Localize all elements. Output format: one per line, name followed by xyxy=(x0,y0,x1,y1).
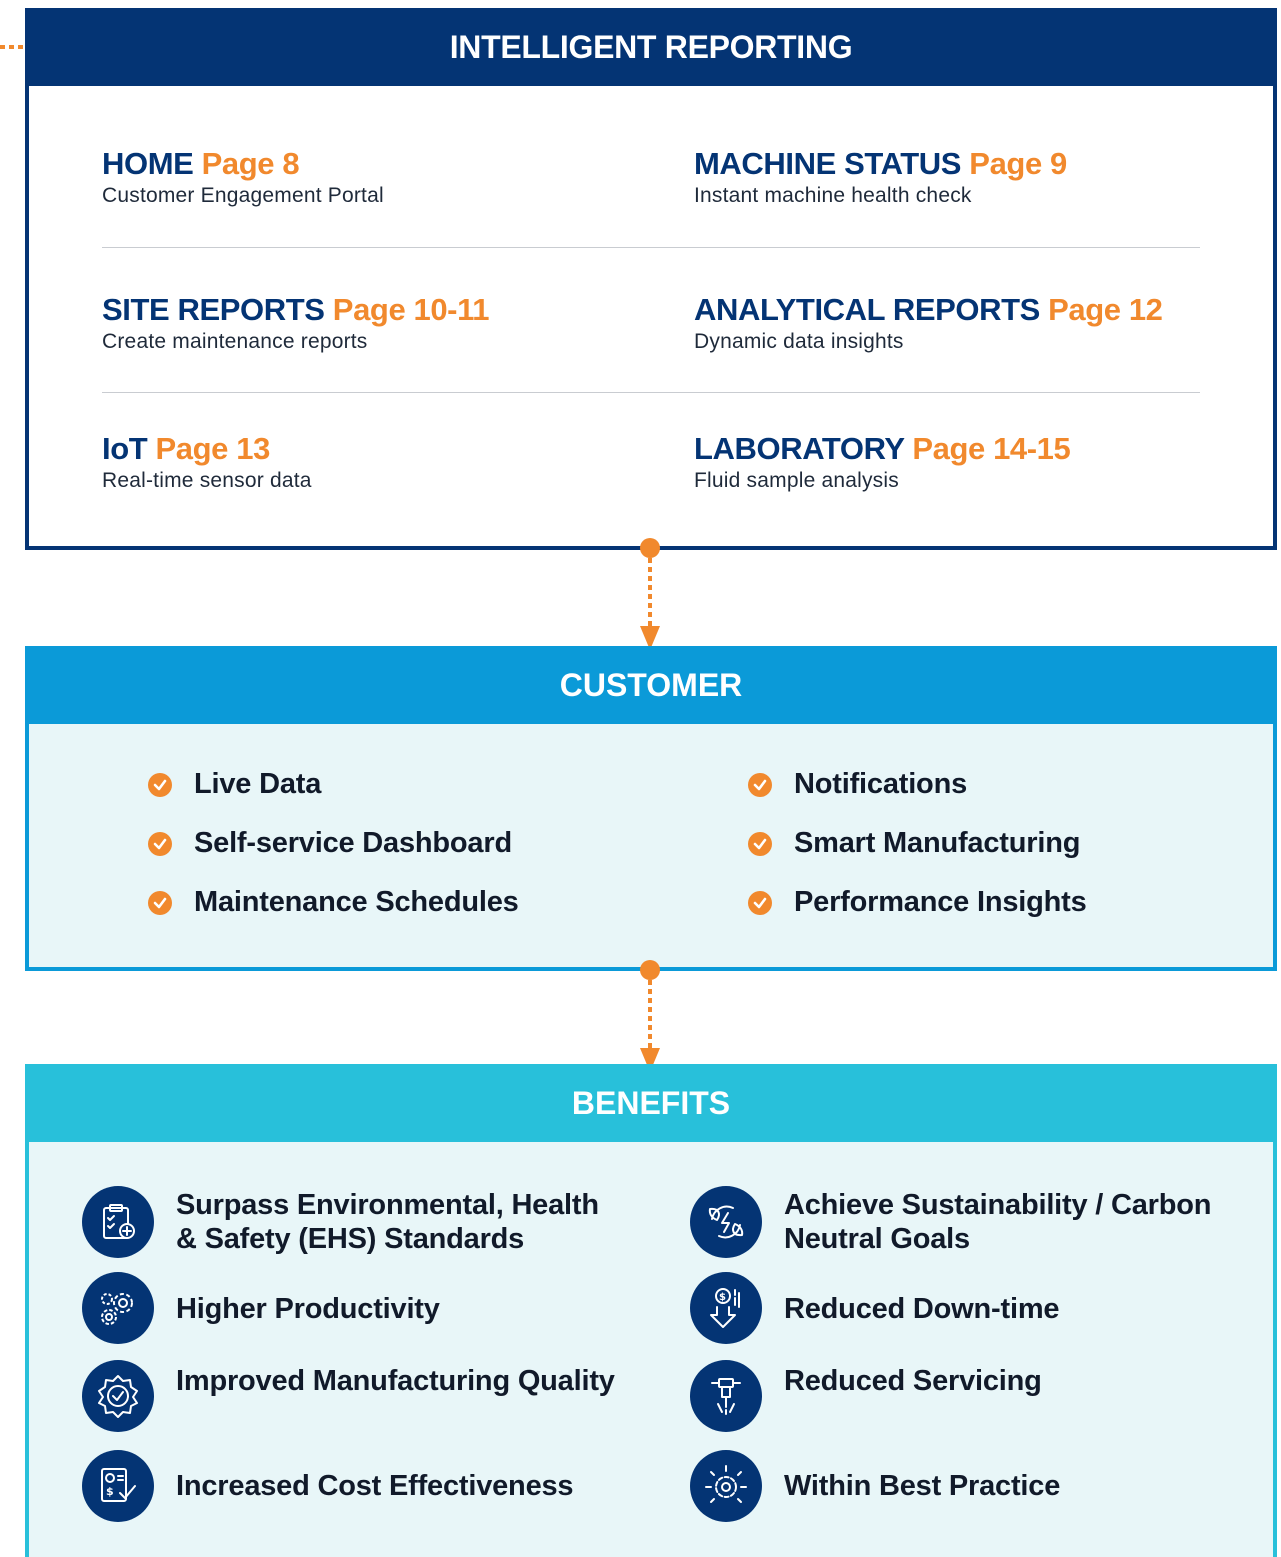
report-desc: Create maintenance reports xyxy=(102,330,368,353)
gear-idea-icon xyxy=(690,1450,762,1522)
customer-item: Smart Manufacturing xyxy=(748,827,1080,860)
customer-item: Self-service Dashboard xyxy=(148,827,512,860)
cost-report-icon: $ xyxy=(82,1450,154,1522)
customer-item-label: Self-service Dashboard xyxy=(194,827,512,859)
benefit-text: Reduced Servicing xyxy=(784,1365,1042,1397)
benefits-panel xyxy=(25,1142,1277,1557)
benefit-text: Surpass Environmental, Health & Safety (… xyxy=(176,1189,599,1255)
report-item-home[interactable]: HOME Page 8 Customer Engagement Portal xyxy=(102,146,384,208)
report-name: SITE REPORTS xyxy=(102,292,325,327)
drill-icon xyxy=(690,1360,762,1432)
benefit-text: Within Best Practice xyxy=(784,1470,1061,1502)
report-page: Page 12 xyxy=(1048,292,1163,327)
quality-badge-icon xyxy=(82,1360,154,1432)
divider xyxy=(102,392,1200,393)
intelligent-reporting-header: INTELLIGENT REPORTING xyxy=(25,8,1277,86)
benefit-text: Higher Productivity xyxy=(176,1293,440,1325)
connector-arrow-icon xyxy=(640,538,660,650)
report-desc: Instant machine health check xyxy=(694,184,972,207)
report-name: LABORATORY xyxy=(694,431,905,466)
gears-icon xyxy=(82,1272,154,1344)
check-icon xyxy=(148,831,172,856)
customer-title: CUSTOMER xyxy=(559,666,743,703)
report-item-site-reports[interactable]: SITE REPORTS Page 10-11 Create maintenan… xyxy=(102,292,489,354)
svg-text:$: $ xyxy=(106,1485,114,1498)
report-page: Page 10-11 xyxy=(332,292,490,327)
report-name: IoT xyxy=(102,431,148,466)
svg-text:$: $ xyxy=(719,1292,726,1303)
benefits-title: BENEFITS xyxy=(571,1084,731,1121)
money-down-arrow-icon: $ xyxy=(690,1272,762,1344)
connector-arrow-icon xyxy=(640,960,660,1072)
customer-item: Performance Insights xyxy=(748,886,1087,919)
intelligent-reporting-title: INTELLIGENT REPORTING xyxy=(449,28,853,65)
benefit-text: Increased Cost Effectiveness xyxy=(176,1470,574,1502)
report-page: Page 9 xyxy=(969,146,1067,181)
report-page: Page 14-15 xyxy=(912,431,1071,466)
clipboard-medical-icon xyxy=(82,1186,154,1258)
customer-item: Notifications xyxy=(748,768,967,801)
check-icon xyxy=(148,890,172,915)
report-desc: Fluid sample analysis xyxy=(694,469,899,492)
benefits-header: BENEFITS xyxy=(25,1064,1277,1142)
report-name: ANALYTICAL REPORTS xyxy=(694,292,1040,327)
check-icon xyxy=(748,890,772,915)
divider xyxy=(102,247,1200,248)
report-desc: Customer Engagement Portal xyxy=(102,184,384,207)
benefit-text: Reduced Down-time xyxy=(784,1293,1060,1325)
customer-item-label: Maintenance Schedules xyxy=(194,886,519,918)
report-page: Page 8 xyxy=(201,146,300,181)
report-page: Page 13 xyxy=(155,431,271,466)
benefit-text: Improved Manufacturing Quality xyxy=(176,1365,615,1397)
customer-header: CUSTOMER xyxy=(25,646,1277,724)
report-item-analytical-reports[interactable]: ANALYTICAL REPORTS Page 12 Dynamic data … xyxy=(694,292,1163,354)
customer-item: Maintenance Schedules xyxy=(148,886,519,919)
report-name: MACHINE STATUS xyxy=(694,146,962,181)
customer-item: Live Data xyxy=(148,768,321,801)
report-desc: Dynamic data insights xyxy=(694,330,904,353)
report-item-laboratory[interactable]: LABORATORY Page 14-15 Fluid sample analy… xyxy=(694,431,1071,493)
customer-item-label: Live Data xyxy=(194,768,322,800)
report-item-machine-status[interactable]: MACHINE STATUS Page 9 Instant machine he… xyxy=(694,146,1067,208)
report-name: HOME xyxy=(102,146,194,181)
benefit-text: Achieve Sustainability / Carbon Neutral … xyxy=(784,1189,1212,1255)
customer-item-label: Notifications xyxy=(794,768,968,800)
customer-panel xyxy=(25,724,1277,971)
customer-item-label: Performance Insights xyxy=(794,886,1087,918)
report-item-iot[interactable]: IoT Page 13 Real-time sensor data xyxy=(102,431,312,493)
customer-item-label: Smart Manufacturing xyxy=(794,827,1081,859)
intelligent-reporting-panel xyxy=(25,86,1277,550)
check-icon xyxy=(748,831,772,856)
leaf-energy-icon xyxy=(690,1186,762,1258)
check-icon xyxy=(748,772,772,797)
report-desc: Real-time sensor data xyxy=(102,469,312,492)
check-icon xyxy=(148,772,172,797)
